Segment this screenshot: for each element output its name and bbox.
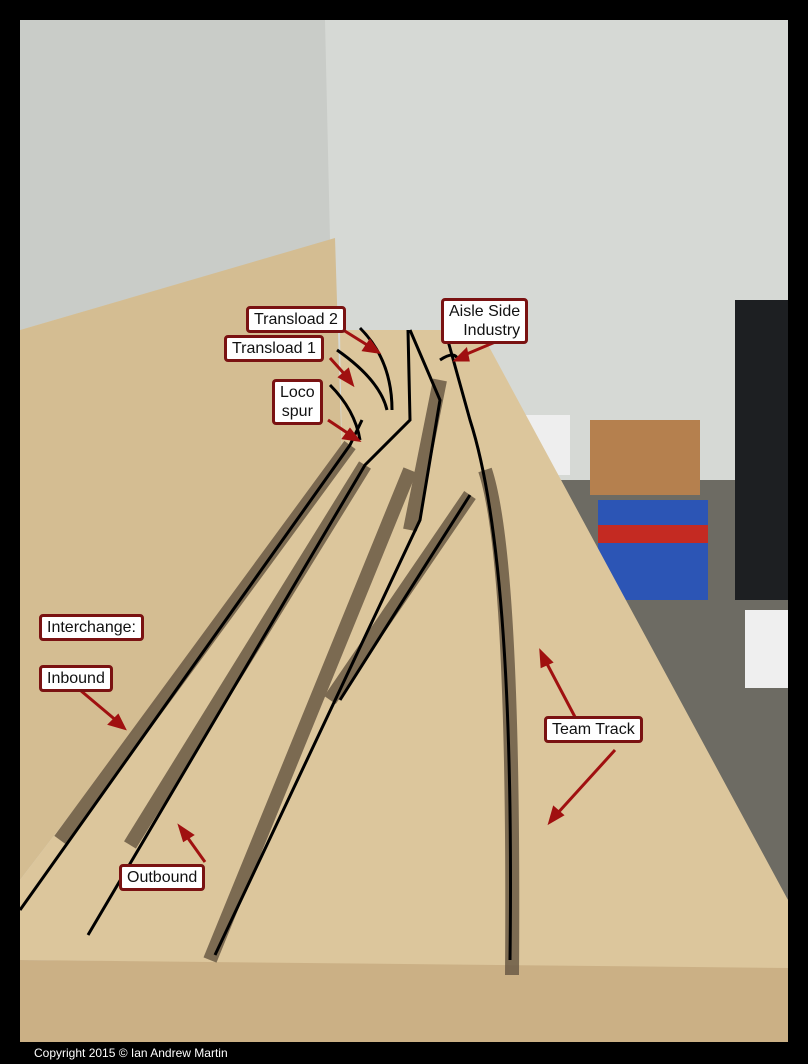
table-top (20, 330, 788, 970)
annotation-arrows (79, 326, 617, 863)
label-aisle-line1: Aisle Side (449, 303, 521, 320)
backdrop-panel (20, 238, 342, 880)
label-aisle-line2: Industry (463, 322, 521, 339)
label-loco-line1: Loco (280, 384, 315, 401)
label-inbound: Inbound (39, 665, 113, 692)
storage-bins (520, 300, 788, 688)
table-front (20, 960, 788, 1042)
label-team-track: Team Track (544, 716, 643, 743)
left-wall (20, 20, 330, 330)
copyright-text: Copyright 2015 © Ian Andrew Martin (34, 1046, 228, 1060)
label-outbound: Outbound (119, 864, 206, 891)
layout-photo (20, 20, 788, 1042)
label-transload-1: Transload 1 (224, 335, 324, 362)
label-interchange: Interchange: (39, 614, 144, 641)
label-transload-2: Transload 2 (246, 306, 346, 333)
label-aisle-side-industry: Aisle Side Industry (441, 298, 529, 344)
label-loco-line2: spur (281, 403, 313, 420)
label-loco-spur: Loco spur (272, 379, 323, 425)
track-highlight-lines (20, 318, 512, 961)
